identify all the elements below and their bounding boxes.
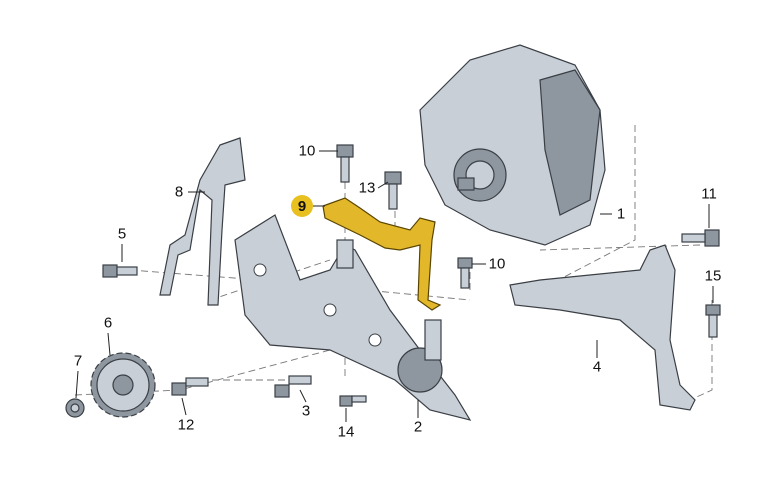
bracket-8 — [159, 137, 246, 306]
bracket-9-highlighted — [322, 197, 442, 311]
leader-lines — [75, 150, 714, 422]
callout-9-highlighted: 9 — [291, 195, 313, 217]
callout-3: 3 — [301, 402, 311, 420]
callout-10: 10 — [298, 142, 316, 160]
main-bracket — [234, 214, 472, 421]
callout-13: 13 — [358, 179, 376, 197]
nut — [65, 398, 85, 418]
callout-11: 11 — [701, 185, 717, 203]
callout-15: 15 — [704, 267, 722, 285]
support-bracket — [509, 244, 696, 411]
callout-10-second: 10 — [488, 255, 506, 273]
callout-4: 4 — [592, 358, 602, 376]
callout-5: 5 — [117, 225, 127, 243]
bolts — [102, 144, 721, 407]
callout-7: 7 — [73, 352, 83, 370]
callout-6: 6 — [103, 314, 113, 332]
callout-2: 2 — [413, 418, 423, 436]
callout-12: 12 — [177, 416, 195, 434]
high-pressure-pump — [419, 44, 606, 246]
gear-sprocket — [90, 352, 156, 418]
callout-14: 14 — [337, 423, 355, 441]
callout-8: 8 — [174, 183, 184, 201]
callout-1: 1 — [616, 205, 626, 223]
